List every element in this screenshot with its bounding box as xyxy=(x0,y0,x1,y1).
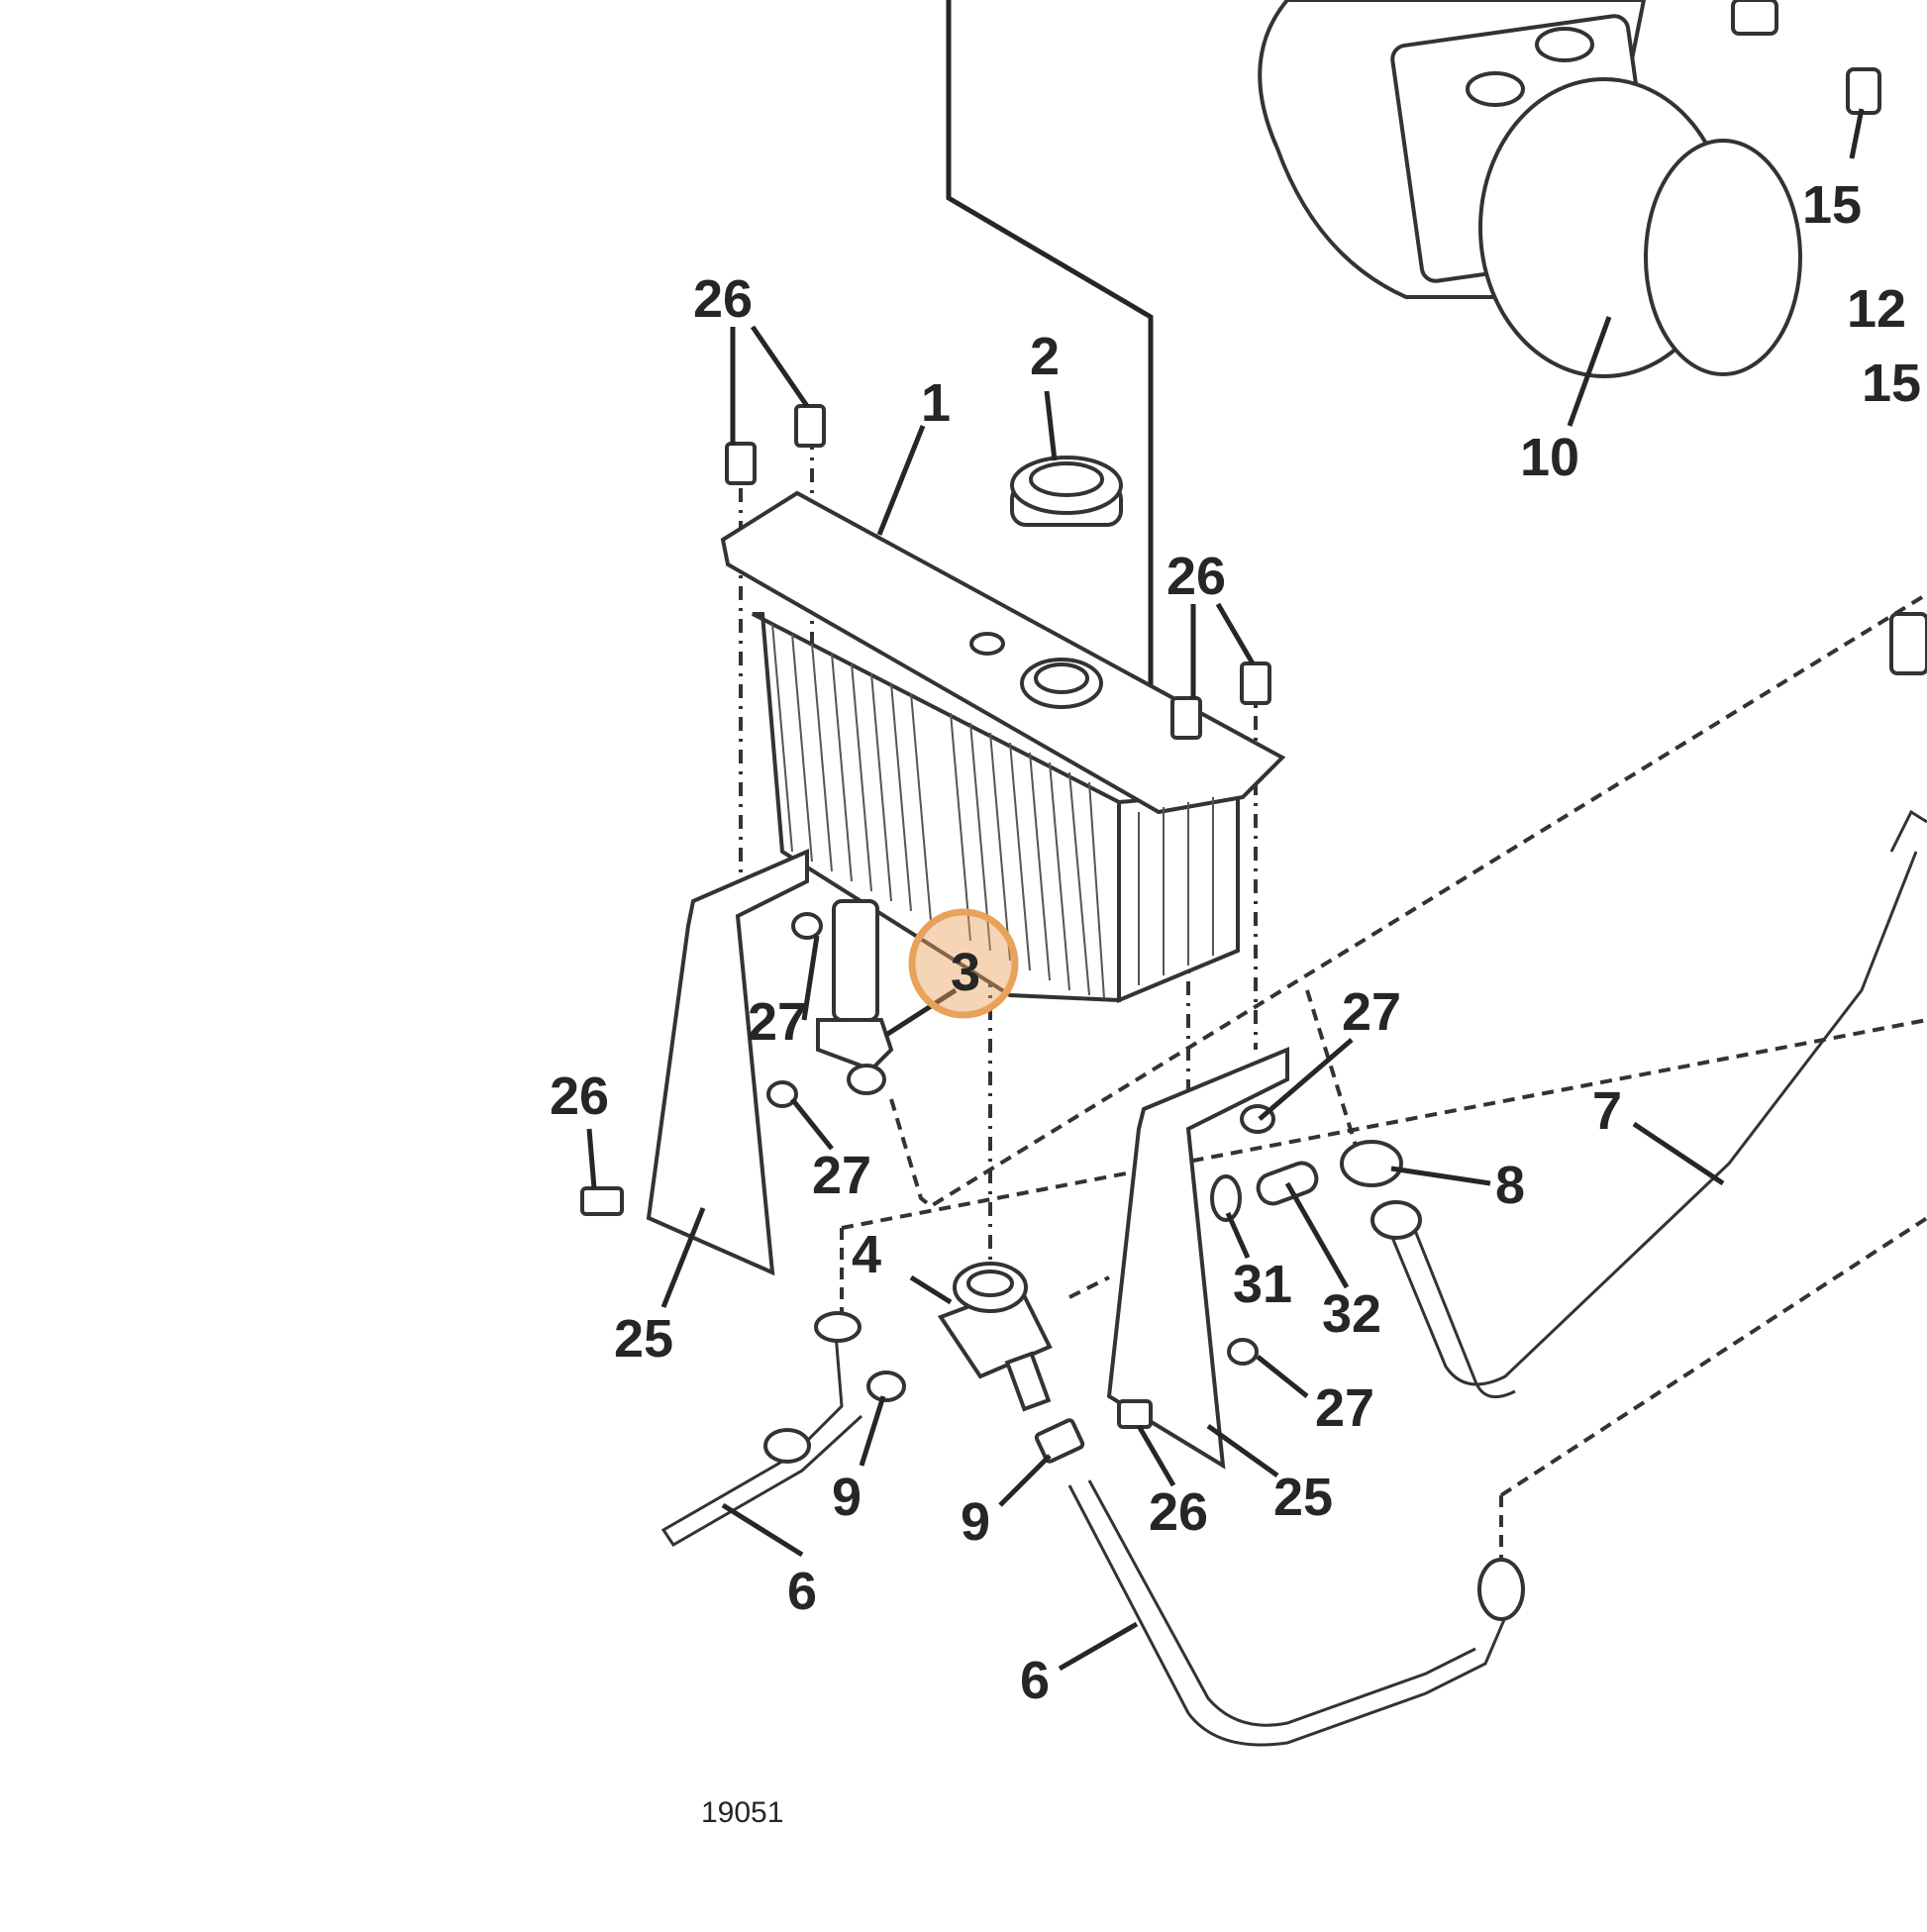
bolts xyxy=(580,404,1271,1429)
callout-32[interactable]: 32 xyxy=(1322,1284,1381,1344)
leader-lines xyxy=(586,108,1865,1672)
hose-6-right xyxy=(1067,1484,1517,1747)
callout-6-right[interactable]: 6 xyxy=(1020,1651,1050,1710)
highlight-circle[interactable] xyxy=(908,908,1019,1019)
callout-27-d[interactable]: 27 xyxy=(1315,1378,1374,1438)
callout-9-left[interactable]: 9 xyxy=(832,1468,862,1527)
callout-15-upper[interactable]: 15 xyxy=(1802,175,1862,235)
filler-cap xyxy=(1010,456,1123,527)
callout-15-lower[interactable]: 15 xyxy=(1862,354,1921,413)
callout-2[interactable]: 2 xyxy=(1030,327,1060,386)
hose-7 xyxy=(1384,851,1918,1386)
callout-10[interactable]: 10 xyxy=(1520,428,1579,487)
callout-labels: 1 2 3 4 6 6 7 8 9 9 10 12 15 15 25 25 26… xyxy=(550,175,1921,1710)
callout-26-top-right[interactable]: 26 xyxy=(1166,547,1226,606)
callout-8[interactable]: 8 xyxy=(1495,1156,1525,1215)
callout-6-left[interactable]: 6 xyxy=(787,1562,817,1621)
nuts xyxy=(766,912,1275,1366)
bracket-right xyxy=(1106,1047,1289,1470)
bracket-left xyxy=(646,848,809,1276)
valve-fitting xyxy=(937,1262,1053,1412)
callout-27-a[interactable]: 27 xyxy=(748,992,807,1052)
reservoir-tank xyxy=(720,490,1286,1003)
callout-3[interactable]: 3 xyxy=(951,943,980,1002)
callout-9-right[interactable]: 9 xyxy=(961,1492,990,1552)
callout-31[interactable]: 31 xyxy=(1233,1255,1292,1314)
callout-25-left[interactable]: 25 xyxy=(614,1309,673,1369)
callout-7[interactable]: 7 xyxy=(1592,1081,1622,1141)
callout-12[interactable]: 12 xyxy=(1847,279,1906,339)
hose-6-left xyxy=(660,1321,863,1548)
callout-26-bottom[interactable]: 26 xyxy=(1149,1482,1208,1542)
callout-4[interactable]: 4 xyxy=(852,1225,881,1284)
strainer-fitting xyxy=(816,899,894,1095)
callout-27-b[interactable]: 27 xyxy=(812,1146,871,1205)
callout-27-c[interactable]: 27 xyxy=(1342,982,1401,1042)
callout-25-right[interactable]: 25 xyxy=(1273,1468,1333,1527)
fittings-9 xyxy=(866,1371,1085,1464)
callout-1[interactable]: 1 xyxy=(921,373,951,433)
callout-26-top-left[interactable]: 26 xyxy=(693,269,753,329)
filter-assembly xyxy=(1258,0,1927,675)
drawing-reference-number: 19051 xyxy=(701,1796,783,1829)
callout-26-left[interactable]: 26 xyxy=(550,1067,609,1126)
leader-line-top xyxy=(946,0,1154,743)
